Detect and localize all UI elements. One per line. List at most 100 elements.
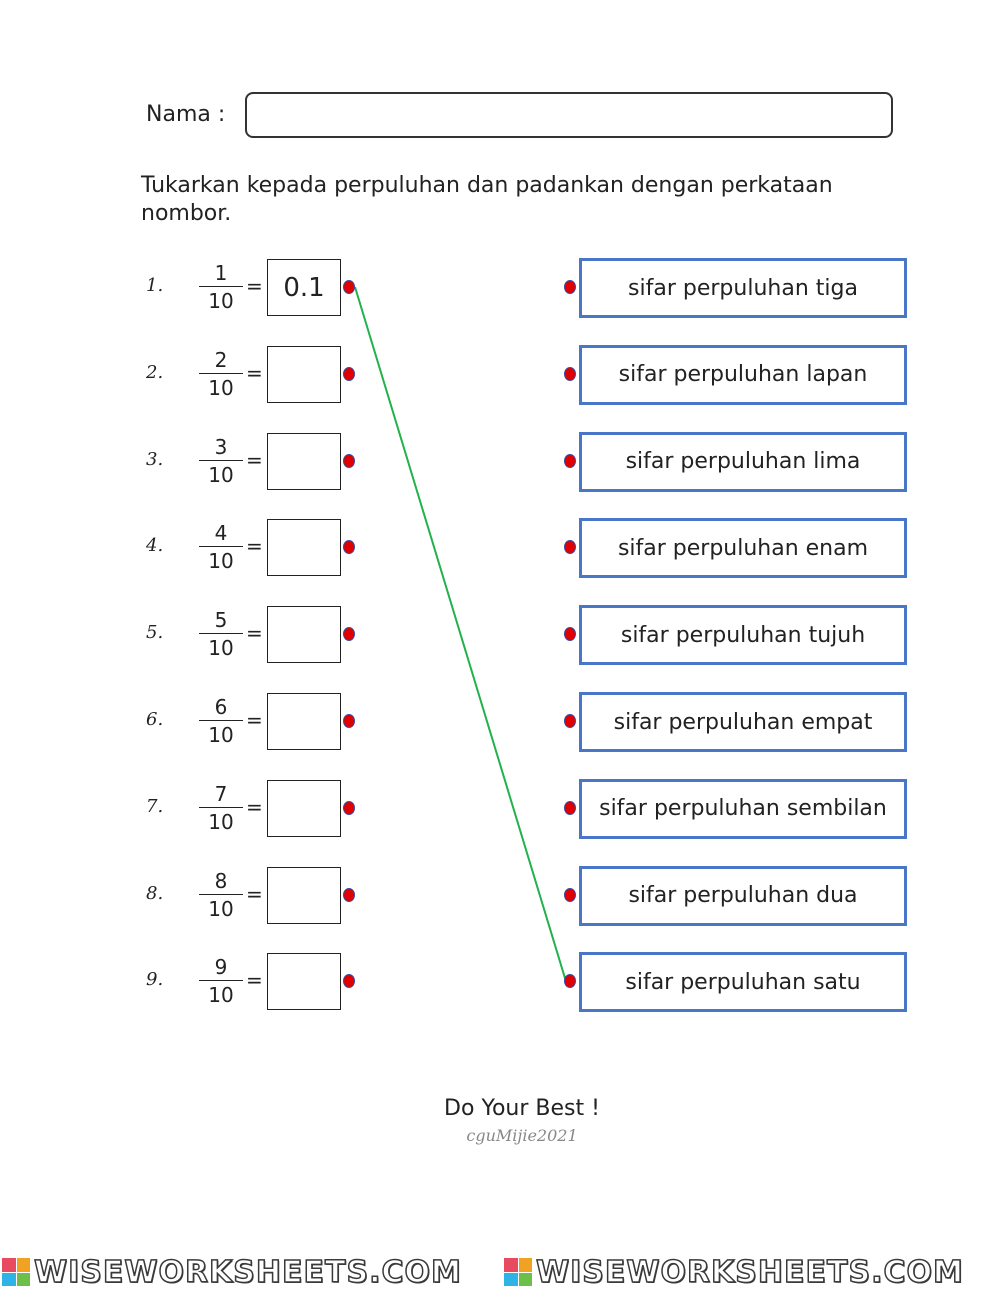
question-number: 1. [146,275,164,296]
fraction-denominator: 10 [208,375,234,400]
question-match-dot[interactable] [343,453,355,468]
watermark-text: WISEWORKSHEETS.COM [535,1254,964,1291]
word-match-dot[interactable] [564,800,576,815]
fraction-numerator: 2 [214,347,228,372]
word-match-dot[interactable] [564,887,576,902]
fraction-bar [199,459,243,461]
fraction-numerator: 5 [214,608,228,633]
equals-sign: = [246,881,263,906]
answer-box[interactable]: 0.1 [267,259,341,316]
question-number: 4. [146,535,164,557]
equals-sign: = [246,794,263,819]
fraction-denominator: 10 [208,723,234,747]
fraction-denominator: 10 [208,462,234,487]
fraction-denominator: 10 [208,983,234,1008]
fraction-denominator: 10 [208,289,234,313]
name-label: Nama : [146,102,226,127]
question-number: 5. [146,622,164,644]
word-match-dot[interactable] [564,627,576,642]
word-option[interactable]: sifar perpuluhan dua [579,865,907,926]
question-number: 2. [146,361,164,383]
watermark-text: WISEWORKSHEETS.COM [33,1254,462,1291]
fraction-bar [199,980,243,982]
fraction-numerator: 8 [214,868,228,893]
answer-box[interactable] [267,606,341,664]
word-option[interactable]: sifar perpuluhan empat [579,692,907,752]
question-match-dot[interactable] [343,280,355,294]
word-match-dot[interactable] [564,366,576,381]
word-option[interactable]: sifar perpuluhan tiga [579,258,907,318]
question-match-dot[interactable] [343,887,355,902]
question-match-dot[interactable] [343,974,355,989]
word-option[interactable]: sifar perpuluhan enam [579,518,907,579]
fraction-denominator: 10 [208,896,234,921]
fraction-numerator: 6 [214,695,228,719]
word-option[interactable]: sifar perpuluhan lima [579,431,907,492]
answer-box[interactable] [267,432,341,490]
question-number: 9. [146,969,164,991]
equals-sign: = [246,274,263,298]
equals-sign: = [246,534,263,559]
question-number: 6. [146,709,164,730]
fraction-denominator: 10 [208,809,234,834]
answer-box[interactable] [267,345,341,403]
question-number: 3. [146,448,164,470]
equals-sign: = [246,708,263,732]
fraction-denominator: 10 [208,636,234,661]
answer-box[interactable] [267,866,341,924]
answer-box[interactable] [267,779,341,837]
answer-box[interactable] [267,519,341,577]
word-match-dot[interactable] [564,280,576,294]
fraction-numerator: 3 [214,434,228,459]
answer-box[interactable] [267,953,341,1011]
fraction-numerator: 1 [214,261,228,285]
wiseworksheets-logo-icon [504,1258,532,1286]
equals-sign: = [246,360,263,385]
fraction-numerator: 4 [214,521,228,546]
question-number: 7. [146,795,164,817]
word-match-dot[interactable] [564,714,576,728]
match-line [354,286,567,982]
word-option[interactable]: sifar perpuluhan satu [579,952,907,1013]
question-match-dot[interactable] [343,627,355,642]
question-match-dot[interactable] [343,800,355,815]
credit-text: cguMijie2021 [466,1126,578,1145]
question-number: 8. [146,882,164,904]
word-option[interactable]: sifar perpuluhan lapan [579,344,907,405]
fraction-bar [199,633,243,635]
fraction-denominator: 10 [208,549,234,574]
watermark-right: WISEWORKSHEETS.COM [504,1254,964,1291]
fraction-bar [199,286,243,287]
word-match-dot[interactable] [564,974,576,989]
question-match-dot[interactable] [343,714,355,728]
fraction-bar [199,806,243,808]
word-match-dot[interactable] [564,453,576,468]
question-match-dot[interactable] [343,366,355,381]
fraction-bar [199,546,243,548]
equals-sign: = [246,447,263,472]
word-option[interactable]: sifar perpuluhan tujuh [579,605,907,666]
equals-sign: = [246,621,263,646]
question-match-dot[interactable] [343,540,355,555]
motto-text: Do Your Best ! [444,1096,600,1121]
instruction-text: Tukarkan kepada perpuluhan dan padankan … [141,173,833,226]
fraction-numerator: 7 [214,781,228,806]
fraction-bar [199,372,243,374]
word-option[interactable]: sifar perpuluhan sembilan [579,778,907,839]
wiseworksheets-logo-icon [2,1258,30,1286]
name-input[interactable] [245,92,893,138]
equals-sign: = [246,968,263,993]
fraction-bar [199,720,243,721]
word-match-dot[interactable] [564,540,576,555]
fraction-bar [199,893,243,895]
answer-box[interactable] [267,693,341,750]
